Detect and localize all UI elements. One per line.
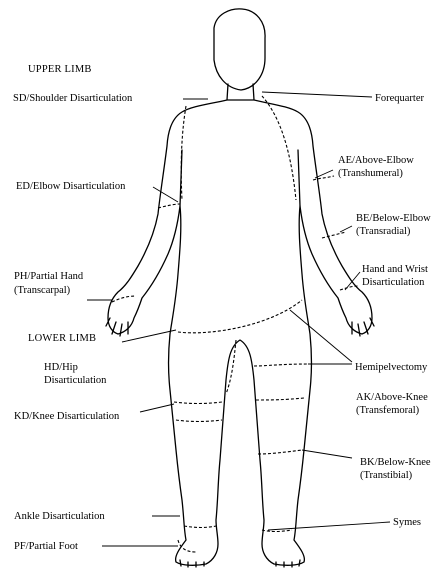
leader-hd [122, 330, 176, 342]
label-partial-foot: PF/Partial Foot [14, 540, 78, 553]
leader-bk [302, 450, 352, 458]
label-elbow-disarticulation: ED/Elbow Disarticulation [16, 180, 125, 193]
label-hemipelvectomy: Hemipelvectomy [355, 361, 427, 374]
label-shoulder-disarticulation: SD/Shoulder Disarticulation [13, 92, 132, 105]
label-hand-wrist: Hand and Wrist [362, 263, 428, 276]
label-transhumeral: (Transhumeral) [338, 167, 403, 180]
label-transcarpal: (Transcarpal) [14, 284, 70, 297]
leader-be [340, 226, 352, 232]
label-symes: Symes [393, 516, 421, 529]
leader-forequarter [262, 92, 372, 97]
lower-limb-heading: LOWER LIMB [28, 332, 96, 345]
label-transtibial: (Transtibial) [360, 469, 412, 482]
label-above-elbow: AE/Above-Elbow [338, 154, 414, 167]
label-below-elbow: BE/Below-Elbow [356, 212, 431, 225]
head-outline [214, 9, 265, 90]
label-forequarter: Forequarter [375, 92, 424, 105]
label-transradial: (Transradial) [356, 225, 410, 238]
label-partial-hand: PH/Partial Hand [14, 270, 83, 283]
label-disarticulation-hip: Disarticulation [44, 374, 106, 387]
leader-kd [140, 404, 174, 412]
label-hip: HD/Hip [44, 361, 78, 374]
upper-limb-heading: UPPER LIMB [28, 63, 92, 76]
label-knee-disarticulation: KD/Knee Disarticulation [14, 410, 119, 423]
label-transfemoral: (Transfemoral) [356, 404, 419, 417]
label-ankle-disarticulation: Ankle Disarticulation [14, 510, 105, 523]
label-below-knee: BK/Below-Knee [360, 456, 431, 469]
label-disarticulation-hand: Disarticulation [362, 276, 424, 289]
label-above-knee: AK/Above-Knee [356, 391, 428, 404]
